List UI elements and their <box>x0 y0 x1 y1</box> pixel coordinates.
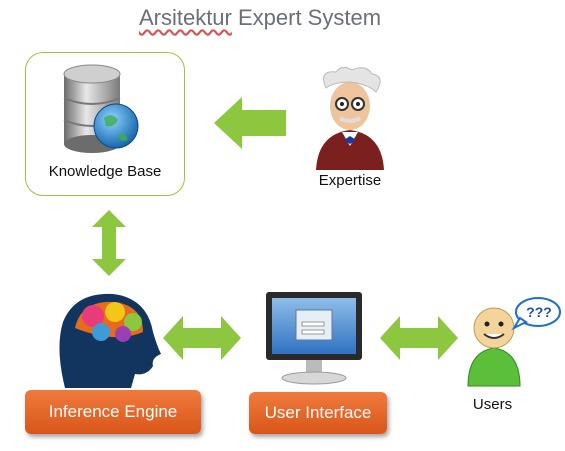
arrow-left-icon <box>214 97 286 149</box>
knowledge-base-label: Knowledge Base <box>48 163 162 180</box>
arrow-horizontal-double-icon <box>163 316 241 360</box>
speech-bubble-text: ??? <box>526 304 552 320</box>
arrow-horizontal-double-icon <box>380 316 458 360</box>
monitor-icon <box>266 292 362 385</box>
diagram-title: Arsitektur Expert System <box>0 5 520 31</box>
arrow-vertical-double-icon <box>92 210 126 276</box>
user-interface-box: User Interface <box>249 392 387 434</box>
speech-bubble-icon <box>511 297 561 331</box>
expertise-label: Expertise <box>318 172 382 189</box>
brain-head-icon <box>59 293 161 388</box>
user-icon <box>467 297 561 387</box>
scientist-icon <box>316 66 384 170</box>
users-label: Users <box>472 396 513 413</box>
title-rest: Expert System <box>231 5 382 30</box>
inference-engine-box: Inference Engine <box>25 390 201 434</box>
title-prefix: Arsitektur <box>138 5 232 30</box>
database-icon <box>63 64 139 153</box>
